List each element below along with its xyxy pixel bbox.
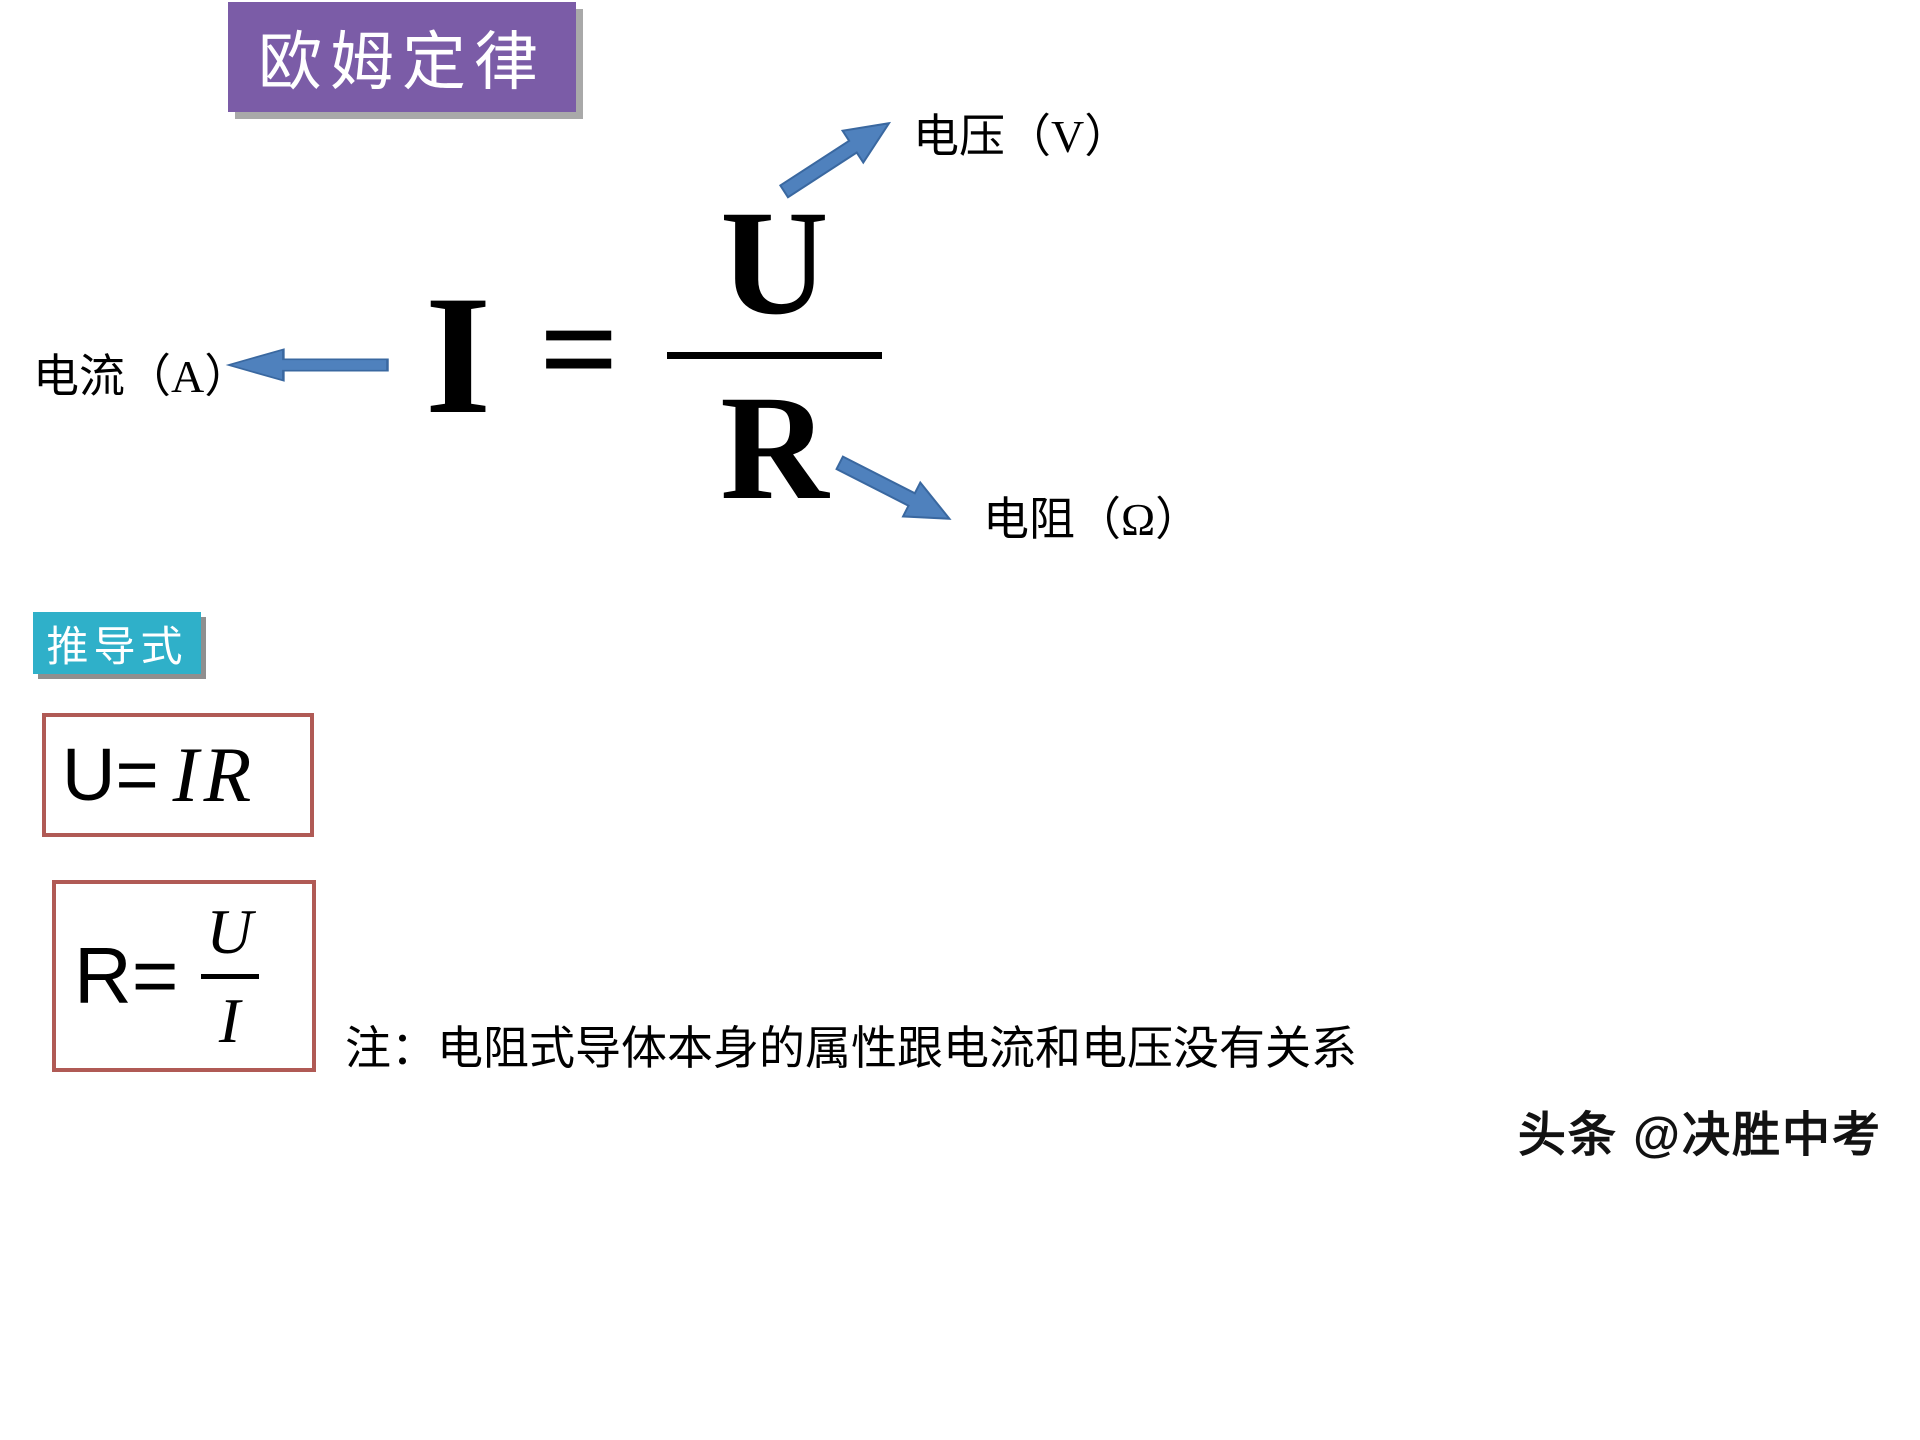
main-formula: I = U R [425,185,882,525]
derived-u-rhs: IR [172,731,257,818]
formula-resistance-symbol: R [720,364,829,531]
derived-formulas-heading: 推导式 [33,612,201,674]
derived-r-denominator: I [218,984,241,1056]
derived-formula-r-box: R= U I [52,880,316,1072]
voltage-label: 电压（V） [913,111,1131,162]
formula-current-symbol: I [425,261,492,449]
resistance-arrow-icon [828,442,962,539]
derived-u-lhs: U= [62,733,159,816]
derived-r-fraction: U I [200,895,259,1056]
note-text: 注：电阻式导体本身的属性跟电流和电压没有关系 [345,1023,1357,1074]
formula-equals-sign: = [539,272,619,427]
derived-r-numerator: U [206,895,253,967]
resistance-label: 电阻（Ω） [983,494,1202,545]
voltage-arrow-icon [771,103,904,211]
formula-fraction: U R [666,179,882,531]
formula-voltage-symbol: U [720,179,829,346]
current-arrow-icon [225,347,390,383]
fraction-bar [666,351,882,359]
current-label: 电流（A） [33,351,251,402]
derived-r-lhs: R= [74,931,179,1020]
watermark: 头条 @决胜中考 [1517,1109,1882,1162]
page-title: 欧姆定律 [258,27,546,98]
derived-formula-u-box: U= IR [42,713,314,837]
title-box: 欧姆定律 [228,2,576,112]
derived-r-fraction-bar [200,973,259,979]
